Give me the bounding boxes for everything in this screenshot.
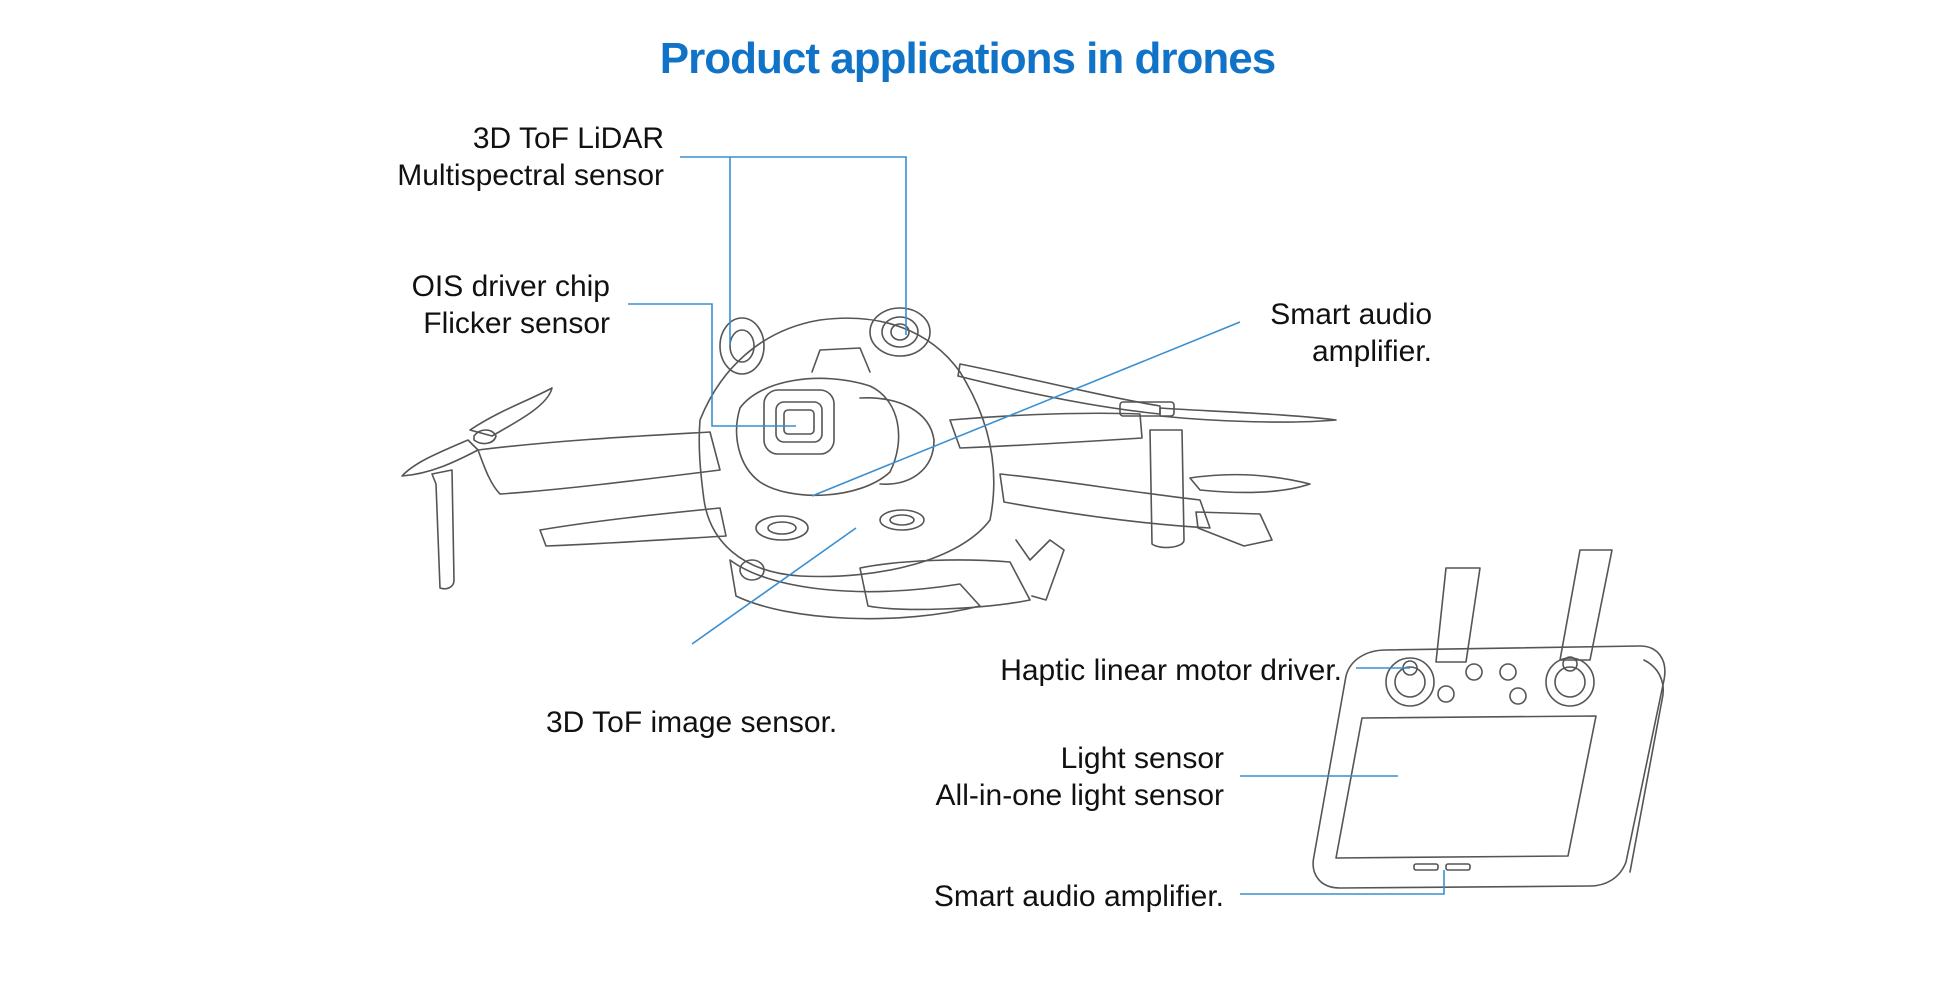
label-haptic-motor-driver: Haptic linear motor driver.: [1000, 654, 1342, 687]
leader-lines: [628, 156, 1445, 895]
label-ois-line2: Flicker sensor: [423, 307, 610, 340]
remote-controller-illustration: [1312, 549, 1666, 889]
label-lidar-line1: 3D ToF LiDAR: [472, 122, 664, 155]
leader-lidar: [680, 156, 907, 345]
label-smart-audio-drone-line2: amplifier.: [1311, 335, 1432, 368]
leader-smart-audio-remote: [1240, 870, 1445, 895]
label-light-sensor: Light sensor All-in-one light sensor: [860, 740, 1224, 814]
leader-tof-image: [691, 527, 857, 645]
page-title: Product applications in drones: [659, 34, 1276, 83]
label-smart-audio-drone-line1: Smart audio: [1270, 298, 1432, 331]
label-tof-image-sensor: 3D ToF image sensor.: [546, 706, 838, 739]
drone-illustration: [401, 307, 1337, 620]
label-ois: OIS driver chip Flicker sensor: [340, 268, 610, 342]
leader-smart-audio-drone: [811, 321, 1241, 497]
label-ois-line1: OIS driver chip: [411, 270, 610, 303]
label-light-sensor-line2: All-in-one light sensor: [935, 779, 1224, 812]
label-smart-audio-drone: Smart audio amplifier.: [1150, 296, 1432, 370]
label-lidar: 3D ToF LiDAR Multispectral sensor: [340, 120, 664, 194]
label-lidar-line2: Multispectral sensor: [397, 159, 664, 192]
label-smart-audio-remote: Smart audio amplifier.: [933, 880, 1224, 913]
label-light-sensor-line1: Light sensor: [1060, 742, 1224, 775]
leader-ois: [628, 303, 796, 427]
